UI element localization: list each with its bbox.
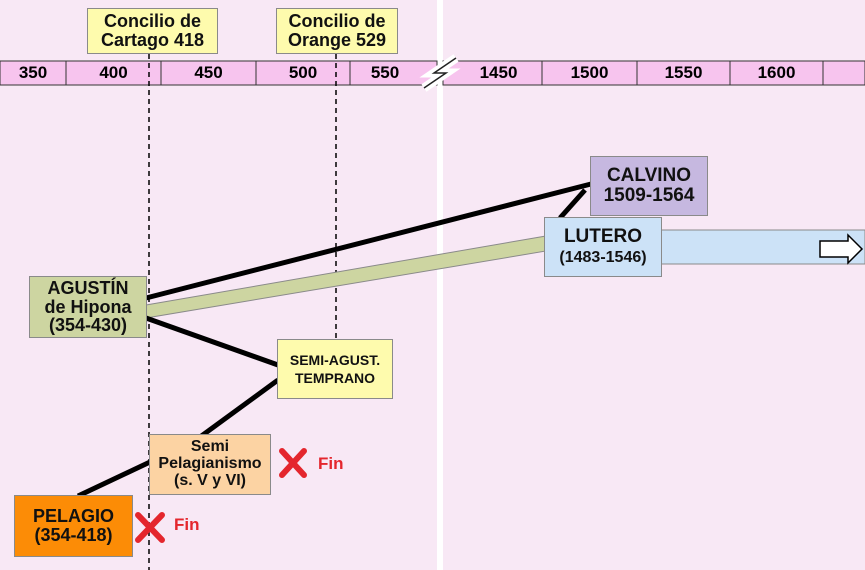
node-agustin-dates: (354-430) <box>48 315 128 336</box>
node-calvino: CALVINO 1509-1564 <box>590 156 708 216</box>
cross-icon-pelagio <box>135 512 165 543</box>
node-agustin-name: AGUSTÍN <box>47 277 129 298</box>
council-orange-line2: Orange 529 <box>287 30 387 50</box>
calvino-lutero-link <box>558 188 587 220</box>
council-cartago-box: Concilio de Cartago 418 <box>87 8 218 54</box>
tick-450: 450 <box>194 63 223 82</box>
cross-icon-semi <box>279 448 307 478</box>
agustin-semiagust-link <box>145 315 279 368</box>
agustin-calvino-link <box>145 181 592 301</box>
tick-1500: 1500 <box>570 63 609 82</box>
node-lutero-name: LUTERO <box>563 226 643 248</box>
council-orange-line1: Concilio de <box>288 11 386 32</box>
era-separator <box>437 0 443 570</box>
fin-label-pelagio: Fin <box>174 515 200 534</box>
council-orange-box: Concilio de Orange 529 <box>276 8 398 54</box>
node-semi-agust: SEMI-AGUST. TEMPRANO <box>277 339 393 399</box>
node-lutero-dates: (1483-1546) <box>559 249 647 267</box>
timeline-strip-right <box>442 60 865 86</box>
tick-1600: 1600 <box>757 63 796 82</box>
node-calvino-dates: 1509-1564 <box>603 185 695 206</box>
tick-1550: 1550 <box>664 63 703 82</box>
council-cartago-line2: Cartago 418 <box>100 30 205 50</box>
axis-break-outline <box>423 57 457 89</box>
fin-label-semi: Fin <box>318 454 344 473</box>
council-cartago-line1: Concilio de <box>103 11 201 32</box>
node-agustin-place: de Hipona <box>44 296 132 317</box>
node-semi-agust-line2: TEMPRANO <box>294 369 376 386</box>
node-lutero: LUTERO (1483-1546) <box>544 217 662 277</box>
node-pelagio-name: PELAGIO <box>32 506 114 527</box>
node-semipelagianismo-line2: Pelagianismo <box>158 455 262 473</box>
semipelagianismo-pelagio-link <box>76 459 152 499</box>
tick-400: 400 <box>99 63 128 82</box>
node-agustin: AGUSTÍN de Hipona (354-430) <box>29 276 147 338</box>
timeline-dividers <box>65 61 824 85</box>
tick-550: 550 <box>370 63 400 82</box>
tick-500: 500 <box>288 63 318 82</box>
tick-1450: 1450 <box>479 63 518 82</box>
tick-350: 350 <box>18 63 48 82</box>
node-pelagio: PELAGIO (354-418) <box>14 495 133 557</box>
node-semipelagianismo: Semi Pelagianismo (s. V y VI) <box>149 434 271 495</box>
semiagust-semipelagianismo-link <box>198 377 280 440</box>
node-pelagio-dates: (354-418) <box>34 525 113 545</box>
node-semi-agust-line1: SEMI-AGUST. <box>289 351 381 368</box>
node-semipelagianismo-line1: Semi <box>190 438 230 456</box>
node-semipelagianismo-line3: (s. V y VI) <box>173 471 247 489</box>
arrow-right-icon <box>819 233 864 265</box>
timeline-strip-left <box>0 60 438 86</box>
node-calvino-name: CALVINO <box>606 165 692 187</box>
